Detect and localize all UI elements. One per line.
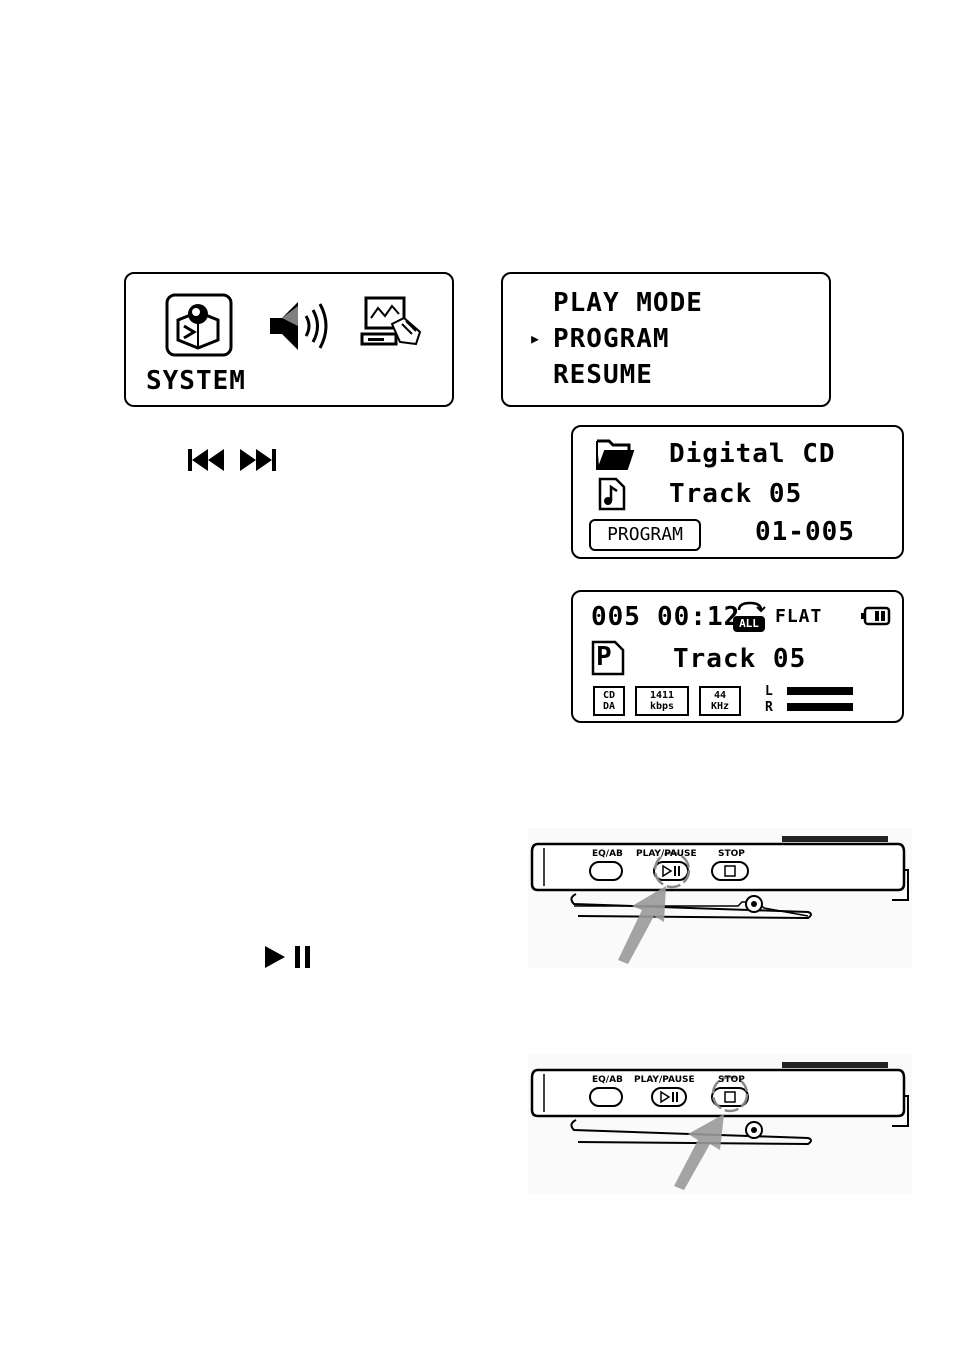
device-side-view-play: EQ/AB PLAY/PAUSE STOP	[528, 828, 912, 968]
left-channel-label: L	[765, 684, 774, 699]
track-number: 005	[591, 602, 641, 632]
format-bottom: DA	[595, 701, 623, 712]
previous-track-icon	[186, 447, 226, 473]
program-screen: Digital CD Track 05 PROGRAM 01-005	[571, 425, 904, 559]
playing-track-name: Track 05	[673, 644, 806, 674]
stop-label-2: STOP	[718, 1075, 745, 1085]
program-letter: P	[596, 642, 613, 672]
repeat-icon	[733, 600, 767, 614]
folder-icon	[595, 437, 635, 471]
playback-screen: 005 00:12 ALL FLAT P Track 05 CD DA 1411…	[571, 590, 904, 723]
bitrate-bottom: kbps	[637, 701, 687, 712]
stop-label: STOP	[718, 849, 745, 859]
repeat-all-badge: ALL	[733, 616, 765, 632]
samplerate-top: 44	[701, 690, 739, 701]
computer-touch-icon	[358, 294, 428, 358]
eq-ab-label: EQ/AB	[592, 849, 623, 859]
samplerate-badge: 44 KHz	[699, 686, 741, 716]
system-menu-screen: SYSTEM	[124, 272, 454, 407]
music-file-icon	[597, 477, 627, 511]
samplerate-bottom: KHz	[701, 701, 739, 712]
device-side-view-stop: EQ/AB PLAY/PAUSE STOP	[528, 1054, 912, 1194]
speaker-sound-icon	[264, 296, 334, 356]
bitrate-badge: 1411 kbps	[635, 686, 689, 716]
next-track-icon	[238, 447, 278, 473]
eq-mode: FLAT	[775, 606, 822, 627]
play-pause-label-2: PLAY/PAUSE	[634, 1075, 695, 1085]
left-level-bar	[787, 687, 853, 695]
bitrate-top: 1411	[637, 690, 687, 701]
format-top: CD	[595, 690, 623, 701]
track-name: Track 05	[669, 479, 802, 509]
format-badge: CD DA	[593, 686, 625, 716]
menu-cursor: ▸	[529, 326, 542, 350]
play-pause-label: PLAY/PAUSE	[636, 849, 697, 859]
menu-item-program[interactable]: PROGRAM	[553, 324, 670, 354]
play-mode-menu-screen: PLAY MODE ▸ PROGRAM RESUME	[501, 272, 831, 407]
system-label: SYSTEM	[146, 366, 246, 396]
battery-icon	[861, 606, 891, 626]
menu-item-resume[interactable]: RESUME	[553, 360, 653, 390]
eq-ab-label-2: EQ/AB	[592, 1075, 623, 1085]
program-counter: 01-005	[755, 517, 855, 547]
program-badge: PROGRAM	[589, 519, 701, 551]
right-level-bar	[787, 703, 853, 711]
system-settings-icon	[164, 292, 234, 358]
elapsed-time: 00:12	[657, 602, 740, 632]
play-pause-icon	[263, 944, 315, 970]
right-channel-label: R	[765, 700, 774, 715]
repeat-all-label: ALL	[733, 616, 765, 632]
program-badge-label: PROGRAM	[591, 521, 699, 549]
folder-name: Digital CD	[669, 439, 836, 469]
menu-item-play-mode[interactable]: PLAY MODE	[553, 288, 703, 318]
